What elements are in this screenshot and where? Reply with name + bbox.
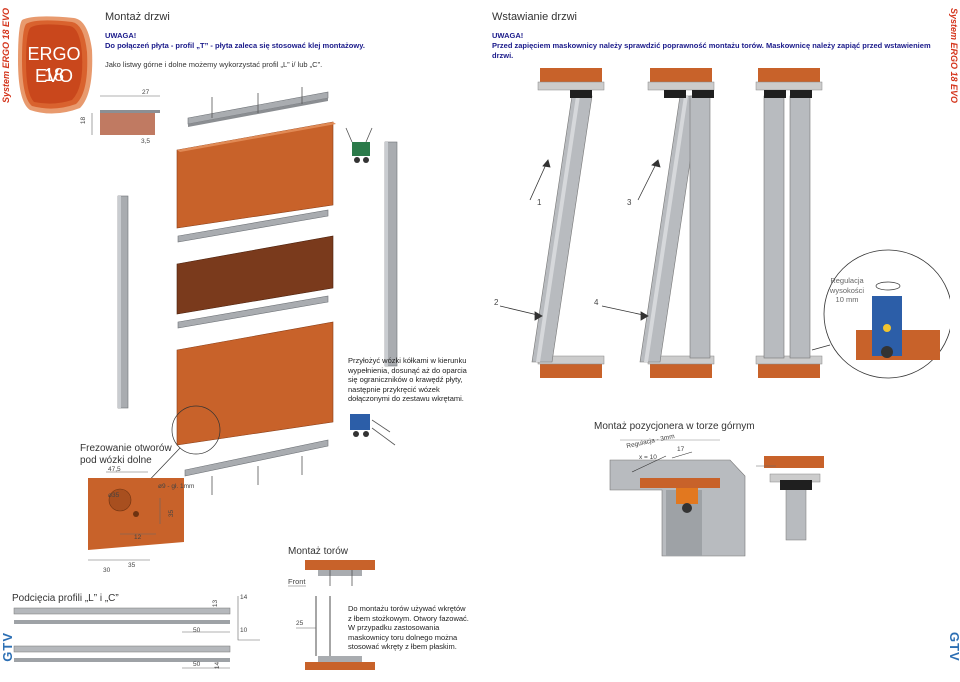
door-board-top bbox=[176, 121, 334, 229]
bottom-profile bbox=[184, 439, 329, 477]
detail-circle bbox=[171, 405, 221, 455]
pozycjoner-title: Montaż pozycjonera w torze górnym bbox=[594, 421, 755, 432]
step-1: 1 bbox=[537, 198, 542, 207]
profile-section bbox=[100, 113, 155, 135]
top-frame-1 bbox=[540, 68, 602, 82]
x-10: x = 10 bbox=[639, 454, 657, 461]
carriage-instruction: Przyłożyć wózki kółkami w kierunku wypeł… bbox=[348, 356, 467, 403]
frezowanie-title-2: pod wózki dolne bbox=[80, 455, 152, 466]
positioner-right bbox=[756, 456, 824, 541]
right-sidebar-label: System ERGO 18 EVO bbox=[949, 8, 959, 104]
bottom-frame-3 bbox=[758, 364, 820, 378]
podc-dim-14b: 14 bbox=[214, 661, 222, 670]
frez-dim-12: 12 bbox=[134, 534, 142, 541]
front-label: Front bbox=[288, 577, 306, 586]
regulation-line-2: wysokości bbox=[829, 285, 865, 295]
ergo-logo-line1: ERGO 18 bbox=[27, 44, 81, 85]
frez-dim-35: ø35 bbox=[108, 492, 120, 499]
door-vertical-2 bbox=[689, 95, 711, 359]
frezowanie-title-1: Frezowanie otworów bbox=[80, 443, 172, 454]
positioner-detail bbox=[609, 439, 746, 557]
left-note: Jako listwy górne i dolne możemy wykorzy… bbox=[105, 60, 323, 69]
step-2: 2 bbox=[494, 298, 499, 307]
frez-dim-35c: 35 bbox=[128, 562, 136, 569]
right-warning-2: Przed zapięciem maskownicy należy sprawd… bbox=[492, 41, 931, 60]
bottom-frame-2 bbox=[650, 364, 712, 378]
podc-dim-50b: 50 bbox=[193, 661, 201, 668]
left-title: Montaż drzwi bbox=[105, 11, 170, 23]
right-warning-1: UWAGA! bbox=[492, 31, 524, 40]
middle-profile-2 bbox=[177, 295, 329, 329]
door-assembly-drawing bbox=[13, 87, 398, 670]
door-vertical-3b bbox=[789, 95, 811, 359]
gtv-logo-right: GTV bbox=[947, 632, 960, 662]
door-insertion-drawing bbox=[499, 68, 950, 557]
bottom-carriage bbox=[350, 414, 396, 446]
track-mount-drawing bbox=[288, 560, 375, 670]
ergo-logo: ERGO 18 EVO bbox=[14, 10, 96, 122]
frez-dim-30: 30 bbox=[103, 567, 111, 574]
montaz-torow-text: Do montażu torów używać wkrętów z łbem s… bbox=[348, 604, 469, 651]
podc-dim-10: 10 bbox=[240, 627, 248, 634]
step-4: 4 bbox=[594, 298, 599, 307]
dim-17: 17 bbox=[677, 446, 685, 453]
regulation-line-1: Regulacja bbox=[830, 276, 864, 285]
dim-18: 18 bbox=[80, 116, 88, 125]
door-tilted-1 bbox=[531, 95, 593, 363]
frez-dim-35b: 35 bbox=[168, 509, 176, 518]
regulation-line-3: 10 mm bbox=[835, 295, 859, 304]
frez-dim-9: ø9 - gł. 1mm bbox=[158, 483, 195, 490]
door-board-bottom bbox=[176, 321, 334, 446]
door-board-middle bbox=[176, 235, 334, 315]
podc-dim-14a: 14 bbox=[240, 594, 248, 601]
ergo-logo-line2: EVO bbox=[34, 66, 73, 86]
dim-3-5: 3,5 bbox=[141, 138, 151, 145]
podciecia-title: Podcięcia profili „L” i „C” bbox=[12, 593, 119, 604]
regulation-text: Regulacja wysokości 10 mm bbox=[822, 276, 872, 305]
bottom-frame-1 bbox=[540, 364, 602, 378]
step-3: 3 bbox=[627, 198, 632, 207]
left-warning-1: UWAGA! bbox=[105, 31, 137, 40]
right-title: Wstawianie drzwi bbox=[492, 11, 577, 23]
top-frame-2 bbox=[650, 68, 712, 82]
montaz-torow-title: Montaż torów bbox=[288, 546, 349, 557]
torow-dim-25: 25 bbox=[296, 620, 304, 627]
door-vertical-3a bbox=[763, 95, 785, 359]
ergo-logo-shape bbox=[18, 16, 93, 114]
podc-dim-50a: 50 bbox=[193, 627, 201, 634]
top-carriage bbox=[345, 127, 373, 163]
middle-profile-1 bbox=[177, 209, 329, 243]
top-frame-3 bbox=[758, 68, 820, 82]
left-warning-2: Do połączeń płyta - profil „T” - płyta z… bbox=[105, 41, 365, 50]
podc-dim-13: 13 bbox=[212, 599, 220, 608]
podciecia-profiles bbox=[13, 596, 260, 669]
dim-27: 27 bbox=[142, 89, 150, 96]
frez-dim-47-5: 47,5 bbox=[108, 466, 121, 473]
